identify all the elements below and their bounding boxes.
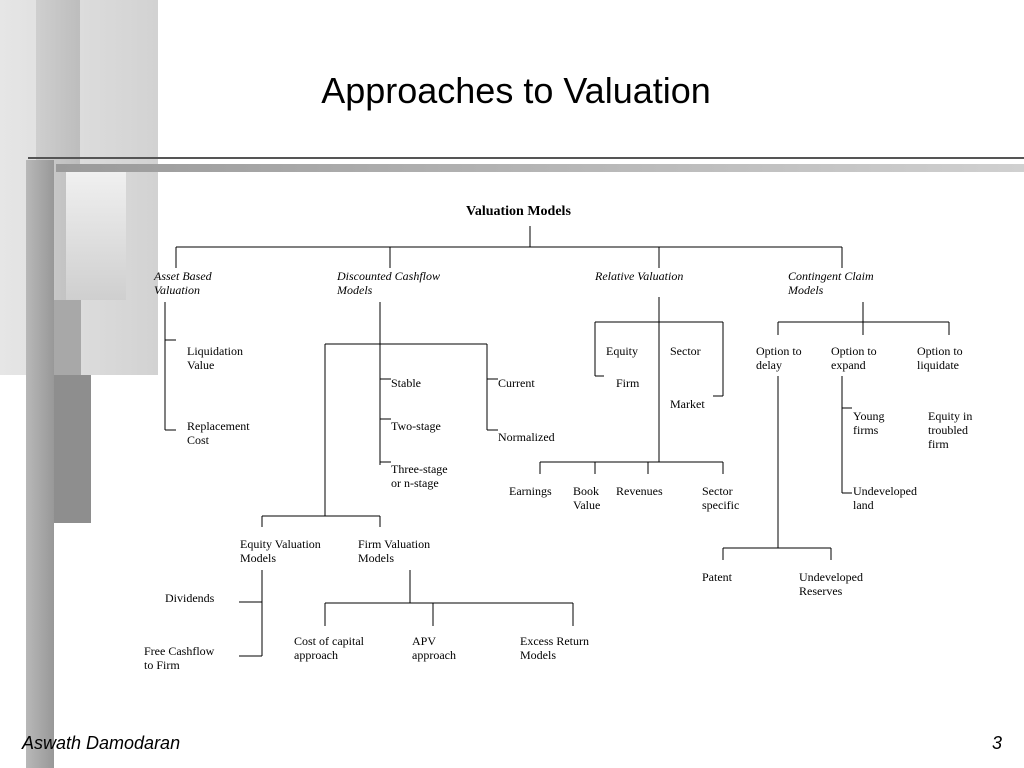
node-asset-based-line1: Asset Based <box>154 269 212 283</box>
node-relative-valuation: Relative Valuation <box>595 269 684 283</box>
decor-bar-inner <box>66 172 126 300</box>
title-rule-light <box>56 164 1024 172</box>
node-free-cashflow-to-firm: Free Cashflow to Firm <box>144 644 214 672</box>
node-asset-based: Asset Based Valuation <box>154 269 212 297</box>
node-undeveloped-land: Undeveloped land <box>853 484 917 512</box>
node-market: Market <box>670 397 705 411</box>
node-dcf-line1: Discounted Cashflow <box>337 269 441 283</box>
node-firm-valuation-models: Firm Valuation Models <box>358 537 430 565</box>
node-three-stage-line2: or n-stage <box>391 476 439 490</box>
node-liquidate-line2: liquidate <box>917 358 959 372</box>
node-option-to-delay: Option to delay <box>756 344 802 372</box>
decor-bar-long <box>26 160 54 768</box>
node-sector-specific-line1: Sector <box>702 484 733 498</box>
node-undeveloped-land-line2: land <box>853 498 874 512</box>
node-liquidation-line1: Liquidation <box>187 344 243 358</box>
node-firm: Firm <box>616 376 640 390</box>
node-dcf: Discounted Cashflow Models <box>337 269 440 297</box>
node-sector: Sector <box>670 344 701 358</box>
node-three-stage-line1: Three-stage <box>391 462 448 476</box>
node-option-to-liquidate: Option to liquidate <box>917 344 963 372</box>
node-two-stage: Two-stage <box>391 419 441 433</box>
node-apv-line1: APV <box>412 634 437 648</box>
node-sector-specific-line2: specific <box>702 498 740 512</box>
node-contingent-claim: Contingent Claim Models <box>788 269 874 297</box>
node-liquidation-value: Liquidation Value <box>187 344 243 372</box>
node-undeveloped-reserves-line2: Reserves <box>799 584 843 598</box>
node-asset-based-line2: Valuation <box>154 283 201 297</box>
title-rule-dark <box>28 157 1024 159</box>
footer-page-number: 3 <box>992 733 1003 753</box>
node-normalized: Normalized <box>498 430 555 444</box>
node-cost-of-capital-line2: approach <box>294 648 338 662</box>
node-undeveloped-reserves-line1: Undeveloped <box>799 570 863 584</box>
node-apv: APV approach <box>412 634 456 662</box>
node-equity-valuation-models: Equity Valuation Models <box>240 537 321 565</box>
page-title: Approaches to Valuation <box>321 70 711 111</box>
node-replacement-line1: Replacement <box>187 419 250 433</box>
node-firm-models-line1: Firm Valuation <box>358 537 431 551</box>
node-cost-of-capital-line1: Cost of capital <box>294 634 364 648</box>
node-equity-troubled-line1: Equity in <box>928 409 973 423</box>
node-contingent-line1: Contingent Claim <box>788 269 874 283</box>
node-delay-line1: Option to <box>756 344 802 358</box>
node-contingent-line2: Models <box>788 283 824 297</box>
node-option-to-expand: Option to expand <box>831 344 877 372</box>
node-current: Current <box>498 376 535 390</box>
node-delay-line2: delay <box>756 358 782 372</box>
node-undeveloped-reserves: Undeveloped Reserves <box>799 570 863 598</box>
node-liquidation-line2: Value <box>187 358 215 372</box>
node-young-firms: Young firms <box>853 409 884 437</box>
node-dcf-line2: Models <box>337 283 373 297</box>
node-replacement-line2: Cost <box>187 433 210 447</box>
node-book-value-line1: Book <box>573 484 600 498</box>
node-firm-models-line2: Models <box>358 551 394 565</box>
node-sector-specific: Sector specific <box>702 484 739 512</box>
node-fcff-line2: to Firm <box>144 658 180 672</box>
node-excess-return-line1: Excess Return <box>520 634 589 648</box>
node-three-stage: Three-stage or n-stage <box>391 462 448 490</box>
node-young-firms-line2: firms <box>853 423 879 437</box>
node-fcff-line1: Free Cashflow <box>144 644 215 658</box>
node-equity-models-line1: Equity Valuation <box>240 537 321 551</box>
node-excess-return-line2: Models <box>520 648 556 662</box>
node-replacement-cost: Replacement Cost <box>187 419 250 447</box>
node-excess-return: Excess Return Models <box>520 634 589 662</box>
node-expand-line2: expand <box>831 358 866 372</box>
node-liquidate-line1: Option to <box>917 344 963 358</box>
node-young-firms-line1: Young <box>853 409 885 423</box>
node-book-value: Book Value <box>573 484 600 512</box>
node-valuation-models: Valuation Models <box>466 204 571 219</box>
node-equity-in-troubled-firm: Equity in troubled firm <box>928 409 972 451</box>
node-undeveloped-land-line1: Undeveloped <box>853 484 917 498</box>
node-earnings: Earnings <box>509 484 552 498</box>
node-expand-line1: Option to <box>831 344 877 358</box>
node-apv-line2: approach <box>412 648 456 662</box>
node-equity-troubled-line3: firm <box>928 437 949 451</box>
node-equity-models-line2: Models <box>240 551 276 565</box>
node-revenues: Revenues <box>616 484 663 498</box>
node-equity-troubled-line2: troubled <box>928 423 968 437</box>
node-patent: Patent <box>702 570 732 584</box>
node-cost-of-capital: Cost of capital approach <box>294 634 364 662</box>
node-stable: Stable <box>391 376 421 390</box>
node-equity: Equity <box>606 344 638 358</box>
node-book-value-line2: Value <box>573 498 601 512</box>
node-dividends: Dividends <box>165 591 215 605</box>
decor-bar-dark-lower <box>50 375 91 523</box>
footer-author: Aswath Damodaran <box>22 733 181 753</box>
